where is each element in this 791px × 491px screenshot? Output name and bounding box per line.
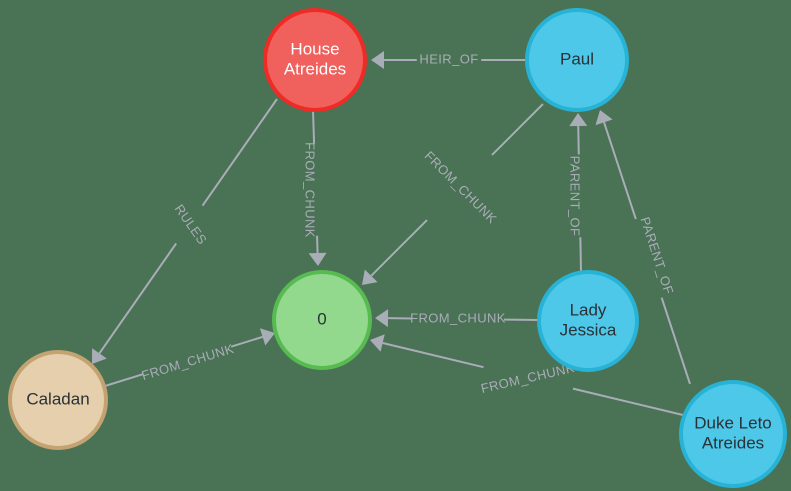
- graph-edge[interactable]: FROM_CHUNK: [104, 328, 275, 387]
- graph-edge[interactable]: FROM_CHUNK: [303, 109, 327, 266]
- graph-node-paul[interactable]: Paul: [525, 8, 629, 112]
- edge-line-segment: [603, 122, 637, 220]
- edge-arrow-icon: [259, 328, 275, 346]
- node-label: Paul: [560, 49, 594, 68]
- node-circle[interactable]: [272, 270, 372, 370]
- graph-edge[interactable]: FROM_CHUNK: [375, 309, 540, 328]
- edge-label: PARENT_OF: [637, 215, 676, 296]
- graph-edge[interactable]: PARENT_OF: [568, 113, 588, 273]
- edge-line-segment: [230, 335, 263, 348]
- edge-arrow-icon: [92, 348, 107, 364]
- edge-line-segment: [104, 373, 144, 387]
- edge-line-segment: [98, 242, 178, 354]
- node-circle[interactable]: [263, 8, 367, 112]
- node-label: House: [290, 39, 339, 58]
- edge-label: RULES: [172, 202, 210, 248]
- nodes-layer: HouseAtreidesPaul0CaladanLadyJessicaDuke…: [8, 8, 787, 488]
- edge-line-segment: [577, 125, 580, 155]
- edge-label: FROM_CHUNK: [303, 142, 318, 238]
- edge-line-segment: [660, 297, 691, 385]
- edge-line-segment: [572, 387, 684, 416]
- edge-label: FROM_CHUNK: [422, 148, 500, 226]
- node-circle[interactable]: [525, 8, 629, 112]
- edge-label: HEIR_OF: [419, 51, 478, 66]
- edge-line-segment: [491, 103, 544, 156]
- edge-arrow-icon: [362, 269, 378, 285]
- edge-label: FROM_CHUNK: [140, 341, 236, 383]
- edge-line-segment: [316, 235, 319, 254]
- node-circle[interactable]: [679, 380, 787, 488]
- edge-line-segment: [312, 109, 316, 144]
- graph-edge[interactable]: HEIR_OF: [371, 51, 527, 69]
- edge-line-segment: [370, 219, 428, 277]
- edge-arrow-icon: [370, 334, 385, 352]
- node-circle[interactable]: [537, 270, 639, 372]
- node-circle[interactable]: [8, 350, 108, 450]
- edge-arrow-icon: [375, 309, 389, 328]
- graph-node-chunk-0[interactable]: 0: [272, 270, 372, 370]
- node-label: Atreides: [702, 433, 764, 452]
- edge-arrow-icon: [569, 113, 588, 127]
- edge-line-segment: [382, 342, 484, 369]
- node-label: Lady: [570, 300, 607, 319]
- node-label: 0: [317, 309, 326, 328]
- edge-line-segment: [201, 98, 278, 207]
- edge-label: FROM_CHUNK: [479, 360, 576, 396]
- edge-label: FROM_CHUNK: [410, 310, 506, 325]
- edge-arrow-icon: [308, 252, 327, 266]
- graph-edge[interactable]: RULES: [92, 98, 278, 364]
- node-label: Caladan: [26, 389, 89, 408]
- node-label: Atreides: [284, 59, 346, 78]
- graph-edge[interactable]: FROM_CHUNK: [370, 334, 684, 416]
- edge-arrow-icon: [371, 51, 384, 69]
- edge-label: PARENT_OF: [568, 156, 583, 237]
- node-label: Jessica: [560, 320, 617, 339]
- edge-line-segment: [579, 237, 582, 273]
- node-label: Duke Leto: [694, 413, 772, 432]
- graph-node-caladan[interactable]: Caladan: [8, 350, 108, 450]
- edge-arrow-icon: [595, 110, 613, 126]
- graph-edge[interactable]: FROM_CHUNK: [362, 103, 544, 285]
